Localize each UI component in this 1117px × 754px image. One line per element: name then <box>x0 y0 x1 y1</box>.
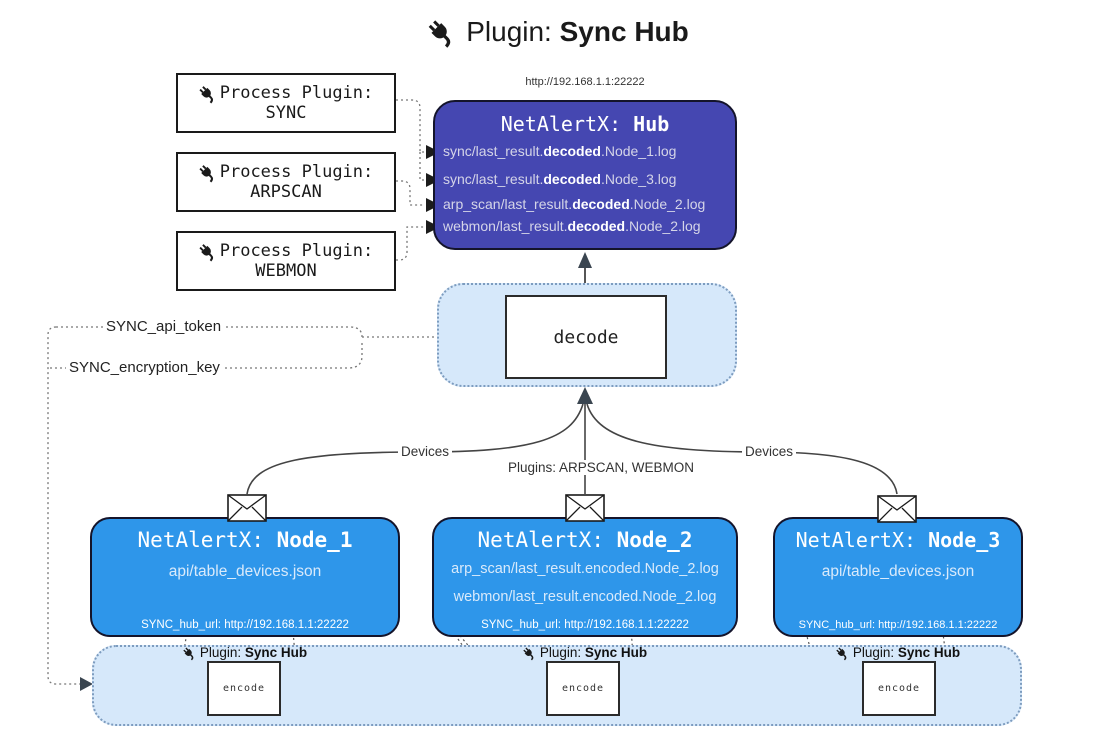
edge-label-devices-left: Devices <box>398 444 453 459</box>
node1-box <box>90 517 400 637</box>
envelope-icon <box>877 495 917 523</box>
node2-footer: SYNC_hub_url: http://192.168.1.1:22222 <box>481 619 689 631</box>
process-plugin-label: Process Plugin: <box>219 241 374 261</box>
encode-box: encode <box>546 661 620 716</box>
node1-title: NetAlertX: Node_1 <box>137 528 353 552</box>
hub-log-line: sync/last_result.decoded.Node_1.log <box>443 143 677 159</box>
hub-log-line: webmon/last_result.decoded.Node_2.log <box>443 218 701 234</box>
hub-url-label: http://192.168.1.1:22222 <box>525 76 645 88</box>
process-plugin-label: Process Plugin: <box>219 83 374 103</box>
hub-log-line: sync/last_result.decoded.Node_3.log <box>443 171 677 187</box>
node3-footer: SYNC_hub_url: http://192.168.1.1:22222 <box>798 619 998 631</box>
encode-box: encode <box>207 661 281 716</box>
sync-encryption-key-label: SYNC_encryption_key <box>66 359 223 376</box>
plug-icon <box>199 164 213 182</box>
envelope-icon <box>565 494 605 522</box>
node2-box <box>432 517 738 637</box>
process-plugin-name: ARPSCAN <box>250 182 322 202</box>
hub-box <box>433 100 737 250</box>
title-text: Plugin: Sync Hub <box>466 16 689 48</box>
plug-icon <box>836 647 847 660</box>
hub-title-prefix: NetAlertX: <box>500 112 634 136</box>
band-plugin-label: Plugin: Sync Hub <box>160 645 330 660</box>
node1-file-line: api/table_devices.json <box>168 563 322 580</box>
page-title: Plugin: Sync Hub <box>0 16 1117 48</box>
hub-title-bold: Hub <box>633 112 670 136</box>
process-plugin-sync-box: Process Plugin: SYNC <box>176 73 396 133</box>
title-prefix: Plugin: <box>466 16 560 47</box>
hub-title: NetAlertX: Hub <box>433 112 737 136</box>
decode-box: decode <box>505 295 667 379</box>
encode-box: encode <box>862 661 936 716</box>
node3-title: NetAlertX: Node_3 <box>795 528 1001 552</box>
edge-label-plugins: Plugins: ARPSCAN, WEBMON <box>505 460 698 475</box>
process-plugin-name: SYNC <box>265 103 307 123</box>
edge-label-devices-right: Devices <box>742 444 797 459</box>
node2-title: NetAlertX: Node_2 <box>477 528 693 552</box>
process-plugin-name: WEBMON <box>255 261 317 281</box>
node2-file-line: webmon/last_result.encoded.Node_2.log <box>453 589 717 605</box>
hub-log-line: arp_scan/last_result.decoded.Node_2.log <box>443 196 706 212</box>
process-plugin-label: Process Plugin: <box>219 162 374 182</box>
title-bold: Sync Hub <box>559 16 689 47</box>
envelope-icon <box>227 494 267 522</box>
process-plugin-arpscan-box: Process Plugin: ARPSCAN <box>176 152 396 212</box>
plug-icon <box>523 647 534 660</box>
plug-icon <box>199 85 213 103</box>
node3-file-line: api/table_devices.json <box>821 563 975 580</box>
plug-icon <box>428 20 451 48</box>
node1-footer: SYNC_hub_url: http://192.168.1.1:22222 <box>141 619 349 631</box>
band-plugin-label: Plugin: Sync Hub <box>500 645 670 660</box>
plug-icon <box>183 647 194 660</box>
sync-api-token-label: SYNC_api_token <box>103 318 225 335</box>
process-plugin-webmon-box: Process Plugin: WEBMON <box>176 231 396 291</box>
node2-file-line: arp_scan/last_result.encoded.Node_2.log <box>451 561 719 577</box>
band-plugin-label: Plugin: Sync Hub <box>813 645 983 660</box>
plug-icon <box>199 243 213 261</box>
